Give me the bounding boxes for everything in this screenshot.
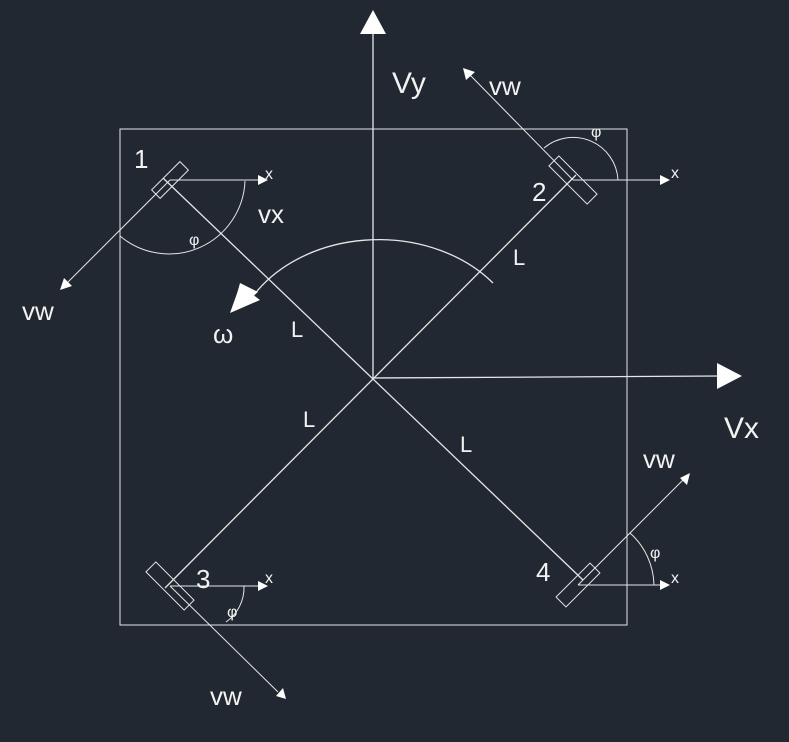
vy-label: Vy (392, 67, 426, 100)
wheel-2-vw-line (469, 74, 574, 181)
wheel-4-x-label: x (671, 570, 679, 587)
wheel-2 (463, 68, 670, 205)
wheel-3-number: 3 (196, 564, 210, 594)
wheel-3-x-arrowhead (258, 581, 268, 591)
wheel-4-vw-label: vw (643, 444, 675, 474)
wheel-3-vw-line (169, 585, 279, 693)
wheel-1-vw-arrowhead (60, 278, 72, 290)
wheel-1 (60, 160, 268, 290)
wheel-4-vw-arrowhead (680, 473, 690, 485)
wheel-1-vx-label: vx (258, 199, 284, 229)
wheel-3-phi-arc (225, 585, 245, 623)
wheel-4-number: 4 (536, 557, 550, 587)
wheel-2-number: 2 (532, 177, 546, 207)
omega-label: ω (213, 319, 233, 349)
wheel-4 (555, 473, 690, 608)
vy-arrowhead (360, 10, 386, 34)
omega-rotation-arc (248, 239, 494, 303)
wheel-4-phi-arc (629, 532, 655, 586)
arm-label-upper-right: L (513, 245, 525, 270)
vx-arrowhead (717, 363, 742, 389)
wheel-4-vw-line (577, 479, 684, 586)
wheel-2-vw-label: vw (489, 71, 521, 101)
wheel-1-x-arrowhead (258, 175, 268, 185)
arm-label-upper-left: L (291, 317, 303, 342)
wheel-3-phi-label: φ (227, 604, 237, 621)
wheel-4-phi-label: φ (650, 545, 660, 562)
diagonal-arm-3-2 (164, 174, 577, 589)
arm-label-lower-left: L (303, 407, 315, 432)
vx-label: Vx (724, 412, 759, 445)
wheel-3-vw-label: vw (210, 681, 242, 711)
arm-label-lower-right: L (460, 432, 472, 457)
wheel-3 (145, 561, 286, 699)
wheel-1-phi-label: φ (189, 232, 199, 249)
wheel-2-x-label: x (671, 165, 679, 182)
wheel-1-x-label: x (265, 166, 273, 183)
vx-axis-line (372, 375, 721, 379)
wheel-2-vw-arrowhead (463, 68, 475, 80)
wheel-2-x-arrowhead (660, 175, 670, 185)
wheel-1-number: 1 (134, 144, 148, 174)
wheel-4-x-arrowhead (660, 580, 670, 590)
wheel-1-vw-line (67, 179, 171, 283)
wheel-2-phi-label: φ (591, 124, 601, 141)
omega-arrowhead-tip (230, 285, 260, 313)
wheel-3-x-label: x (265, 570, 273, 587)
wheel-2-phi-arc (543, 136, 619, 181)
wheel-3-vw-arrowhead (276, 688, 286, 699)
wheel-1-vw-label: vw (22, 296, 54, 326)
wheel-1-phi-arc (119, 180, 246, 255)
